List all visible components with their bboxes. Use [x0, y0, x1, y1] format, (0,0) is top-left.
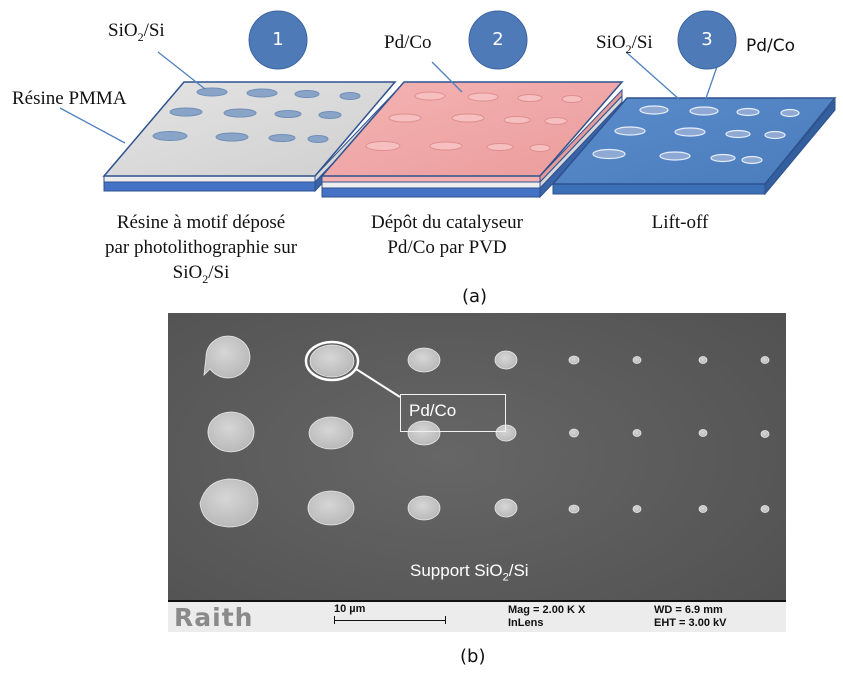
label-sio2-si-right: SiO2/Si	[596, 32, 653, 56]
label-pdco-mid: Pd/Co	[384, 32, 432, 53]
scale-text: 10 µm	[334, 603, 366, 615]
caption-step-3: Lift-off	[651, 212, 709, 233]
panel-label-a: (a)	[462, 286, 488, 307]
panel-label-b: (b)	[460, 646, 486, 667]
label-pdco-right: Pd/Co	[746, 36, 796, 56]
caption-step-1: Résine à motif déposé par photolithograp…	[104, 212, 298, 286]
step-number-2: 2	[492, 29, 504, 50]
sem-image: Pd/Co Support SiO2/Si Raith 10 µm Mag = …	[168, 313, 786, 632]
step-circle-3	[677, 10, 737, 70]
pdco-callout-label: Pd/Co	[409, 401, 457, 420]
wd-text: WD = 6.9 mm	[654, 604, 723, 616]
caption-step-2: Dépôt du catalyseur Pd/Co par PVD	[371, 212, 523, 258]
pointer-lines	[59, 51, 721, 144]
step-number-1: 1	[272, 29, 284, 50]
detector-text: InLens	[508, 617, 544, 629]
scale-bar	[334, 616, 446, 624]
label-resine-pmma: Résine PMMA	[12, 88, 127, 109]
process-diagram	[59, 10, 837, 199]
mag-text: Mag = 2.00 K X	[508, 604, 586, 616]
support-label: Support SiO2/Si	[410, 561, 529, 584]
step-circle-1	[248, 10, 308, 70]
pdco-callout-box: Pd/Co	[400, 394, 506, 432]
slab-pdco	[320, 81, 624, 199]
sem-data-bar: Raith 10 µm Mag = 2.00 K X InLens WD = 6…	[168, 600, 786, 632]
step-circle-2	[468, 10, 528, 70]
slab-liftoff	[551, 97, 837, 196]
brand-logo: Raith	[174, 603, 254, 632]
step-number-3: 3	[701, 29, 713, 50]
eht-text: EHT = 3.00 kV	[654, 617, 727, 629]
label-sio2-si-left: SiO2/Si	[108, 20, 165, 44]
sem-micrograph	[168, 313, 786, 632]
